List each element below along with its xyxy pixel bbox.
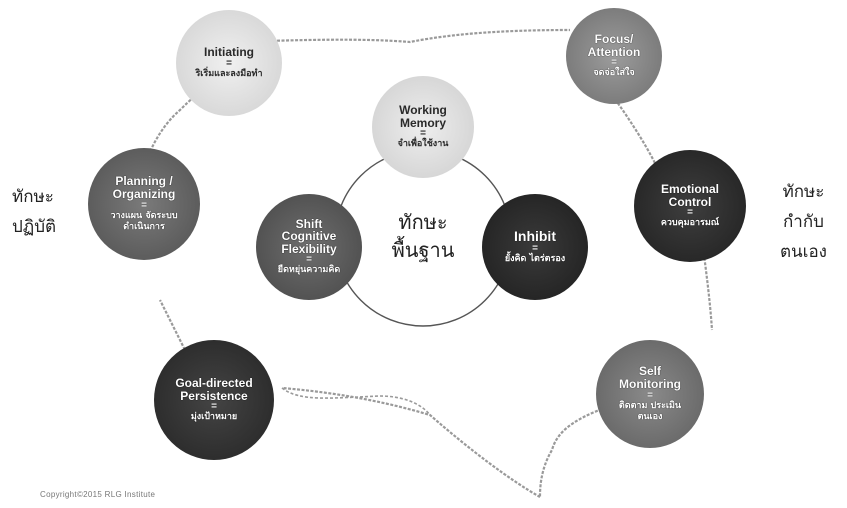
- node-planning-title: Planning / Organizing: [112, 174, 176, 201]
- node-focus: Focus/ Attention = จดจ่อใส่ใจ: [566, 8, 662, 104]
- node-focus-title: Focus/ Attention: [587, 31, 641, 59]
- node-emotional-title: Emotional Control: [660, 181, 719, 209]
- node-self-monitoring: Self Monitoring = ติดตาม ประเมินตนเอง: [596, 340, 704, 448]
- node-planning: Planning / Organizing = วางแผน จัดระบบ ด…: [88, 148, 200, 260]
- node-shift-eq: =: [306, 254, 312, 266]
- right-label-line3: ตนเอง: [780, 242, 827, 262]
- node-focus-sub: จดจ่อใส่ใจ: [593, 68, 635, 79]
- node-emotional-eq: =: [687, 207, 693, 219]
- node-working-memory-eq: =: [420, 128, 426, 140]
- node-goal-eq: =: [211, 401, 217, 413]
- node-initiating: Initiating = ริเริ่มและลงมือทำ: [176, 10, 282, 116]
- node-initiating-title: Initiating: [204, 45, 254, 60]
- center-group-label: ทักษะ พื้นฐาน: [380, 208, 466, 264]
- node-goal-sub: มุ่งเป้าหมาย: [190, 412, 238, 423]
- node-working-memory-title: Working Memory: [399, 102, 447, 130]
- node-focus-eq: =: [611, 57, 617, 69]
- node-emotional: Emotional Control = ควบคุมอารมณ์: [634, 150, 746, 262]
- node-emotional-sub: ควบคุมอารมณ์: [660, 218, 720, 229]
- node-self-monitoring-title: Self Monitoring: [619, 364, 681, 391]
- node-self-monitoring-sub: ติดตาม ประเมินตนเอง: [618, 400, 682, 422]
- left-label-line2: ปฏิบัติ: [12, 217, 57, 237]
- node-inhibit-title: Inhibit: [514, 228, 556, 245]
- right-label-line2: กำกับ: [783, 212, 824, 232]
- node-shift-sub: ยืดหยุ่นความคิด: [277, 265, 341, 276]
- node-inhibit-eq: =: [532, 242, 538, 254]
- node-working-memory: Working Memory = จำเพื่อใช้งาน: [372, 76, 474, 178]
- center-label-line2: พื้นฐาน: [391, 238, 455, 262]
- node-self-monitoring-eq: =: [647, 389, 653, 401]
- node-shift-title: Shift Cognitive Flexibility: [281, 216, 337, 256]
- center-label-line1: ทักษะ: [398, 210, 448, 234]
- node-planning-sub: วางแผน จัดระบบ ดำเนินการ: [110, 210, 178, 232]
- node-working-memory-sub: จำเพื่อใช้งาน: [397, 139, 449, 150]
- node-initiating-eq: =: [226, 57, 232, 69]
- right-label-line1: ทักษะ: [782, 182, 825, 202]
- copyright-text: Copyright©2015 RLG Institute: [40, 490, 156, 499]
- node-inhibit: Inhibit = ยั้งคิด ไตร่ตรอง: [482, 194, 588, 300]
- outer-outline-lower: [281, 387, 431, 416]
- left-label-line1: ทักษะ: [12, 187, 54, 207]
- right-group-label: ทักษะ กำกับ ตนเอง: [780, 177, 827, 267]
- node-shift: Shift Cognitive Flexibility = ยืดหยุ่นคว…: [256, 194, 362, 300]
- node-planning-eq: =: [141, 199, 147, 211]
- node-goal-title: Goal-directed Persistence: [175, 375, 253, 403]
- node-goal: Goal-directed Persistence = มุ่งเป้าหมาย: [154, 340, 274, 460]
- left-group-label: ทักษะ ปฏิบัติ: [12, 182, 56, 242]
- node-initiating-sub: ริเริ่มและลงมือทำ: [195, 68, 263, 79]
- node-inhibit-sub: ยั้งคิด ไตร่ตรอง: [504, 253, 566, 264]
